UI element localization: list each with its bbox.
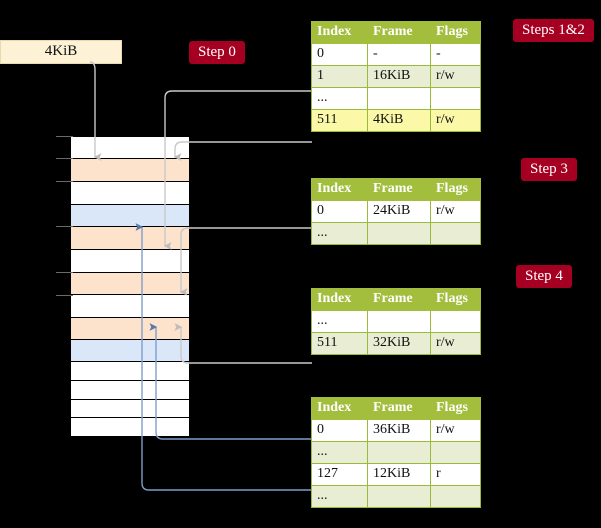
badge-steps-1-2: Steps 1&2 [513, 19, 594, 42]
table-header-row: Index Frame Flags [311, 178, 481, 201]
cell-index: ... [311, 87, 368, 110]
cell-flags: r/w [430, 109, 481, 132]
memory-tick [56, 181, 73, 182]
cell-frame: - [367, 43, 431, 66]
cell-flags: r/w [430, 419, 481, 442]
cell-frame: 4KiB [367, 109, 431, 132]
memory-row [71, 159, 189, 182]
cell-index: 0 [311, 43, 368, 66]
column-header-frame: Frame [367, 178, 431, 201]
table-row: ... [311, 222, 481, 245]
cell-index: 511 [311, 109, 368, 132]
column-header-index: Index [311, 21, 368, 44]
page-table-level-1: Index Frame Flags 0 24KiB r/w ... [311, 178, 481, 245]
column-header-flags: Flags [430, 21, 481, 44]
memory-row [71, 250, 189, 273]
table-row: 0 - - [311, 43, 481, 66]
cell-flags: r/w [430, 200, 481, 223]
cell-flags [430, 441, 481, 464]
cell-index: ... [311, 441, 368, 464]
badge-step-4: Step 4 [516, 265, 572, 288]
memory-row [71, 318, 189, 340]
wire-table0-row511-to-memory [173, 141, 312, 161]
table-row: ... [311, 310, 481, 333]
cell-frame [367, 310, 431, 333]
memory-tick [56, 295, 73, 296]
cell-index: 0 [311, 200, 368, 223]
cell-frame: 24KiB [367, 200, 431, 223]
cell-frame [367, 222, 431, 245]
memory-row [71, 381, 189, 400]
cell-index: 511 [311, 332, 368, 355]
column-header-flags: Flags [430, 178, 481, 201]
wire-table1-row0-to-memory [179, 227, 312, 296]
memory-row [71, 362, 189, 381]
cell-flags [430, 310, 481, 333]
table-header-row: Index Frame Flags [311, 21, 481, 44]
memory-tick [56, 272, 73, 273]
source-frame-box: 4KiB [0, 40, 122, 64]
table-row: 0 36KiB r/w [311, 419, 481, 442]
page-table-level-2: Index Frame Flags ... 511 32KiB r/w [311, 288, 481, 355]
memory-row [71, 137, 189, 159]
table-row: 511 32KiB r/w [311, 332, 481, 355]
cell-frame: 32KiB [367, 332, 431, 355]
badge-step-3: Step 3 [521, 158, 577, 181]
column-header-frame: Frame [367, 288, 431, 311]
memory-tick [56, 226, 73, 227]
badge-step-0: Step 0 [189, 41, 245, 64]
memory-row [71, 340, 189, 362]
cell-frame: 16KiB [367, 65, 431, 88]
column-header-index: Index [311, 397, 368, 420]
cell-index: ... [311, 310, 368, 333]
memory-row [71, 227, 189, 250]
table-row: ... [311, 485, 481, 508]
column-header-frame: Frame [367, 397, 431, 420]
cell-frame: 36KiB [367, 419, 431, 442]
memory-row [71, 400, 189, 418]
table-row: 127 12KiB r [311, 463, 481, 486]
memory-row [71, 182, 189, 205]
cell-frame [367, 441, 431, 464]
memory-tick [56, 158, 73, 159]
column-header-flags: Flags [430, 288, 481, 311]
cell-flags [430, 485, 481, 508]
column-header-index: Index [311, 178, 368, 201]
column-header-index: Index [311, 288, 368, 311]
cell-flags [430, 222, 481, 245]
memory-row [71, 205, 189, 227]
table-header-row: Index Frame Flags [311, 288, 481, 311]
cell-flags [430, 87, 481, 110]
memory-row [71, 418, 189, 436]
cell-index: ... [311, 222, 368, 245]
cell-flags: r [430, 463, 481, 486]
cell-frame: 12KiB [367, 463, 431, 486]
cell-flags: r/w [430, 65, 481, 88]
cell-index: 0 [311, 419, 368, 442]
memory-tick [56, 136, 73, 137]
cell-frame [367, 87, 431, 110]
table-row: 511 4KiB r/w [311, 109, 481, 132]
cell-index: 127 [311, 463, 368, 486]
table-header-row: Index Frame Flags [311, 397, 481, 420]
cell-flags: r/w [430, 332, 481, 355]
memory-column [70, 136, 190, 436]
cell-frame [367, 485, 431, 508]
cell-index: 1 [311, 65, 368, 88]
column-header-flags: Flags [430, 397, 481, 420]
memory-row [71, 295, 189, 318]
column-header-frame: Frame [367, 21, 431, 44]
table-row: 1 16KiB r/w [311, 65, 481, 88]
memory-row [71, 273, 189, 295]
wire-table2-row511-to-memory [174, 323, 312, 364]
table-row: 0 24KiB r/w [311, 200, 481, 223]
cell-index: ... [311, 485, 368, 508]
page-table-level-0: Index Frame Flags 0 - - 1 16KiB r/w ... [311, 21, 481, 132]
cell-flags: - [430, 43, 481, 66]
table-row: ... [311, 87, 481, 110]
table-row: ... [311, 441, 481, 464]
page-table-level-3: Index Frame Flags 0 36KiB r/w ... 127 12… [311, 397, 481, 508]
